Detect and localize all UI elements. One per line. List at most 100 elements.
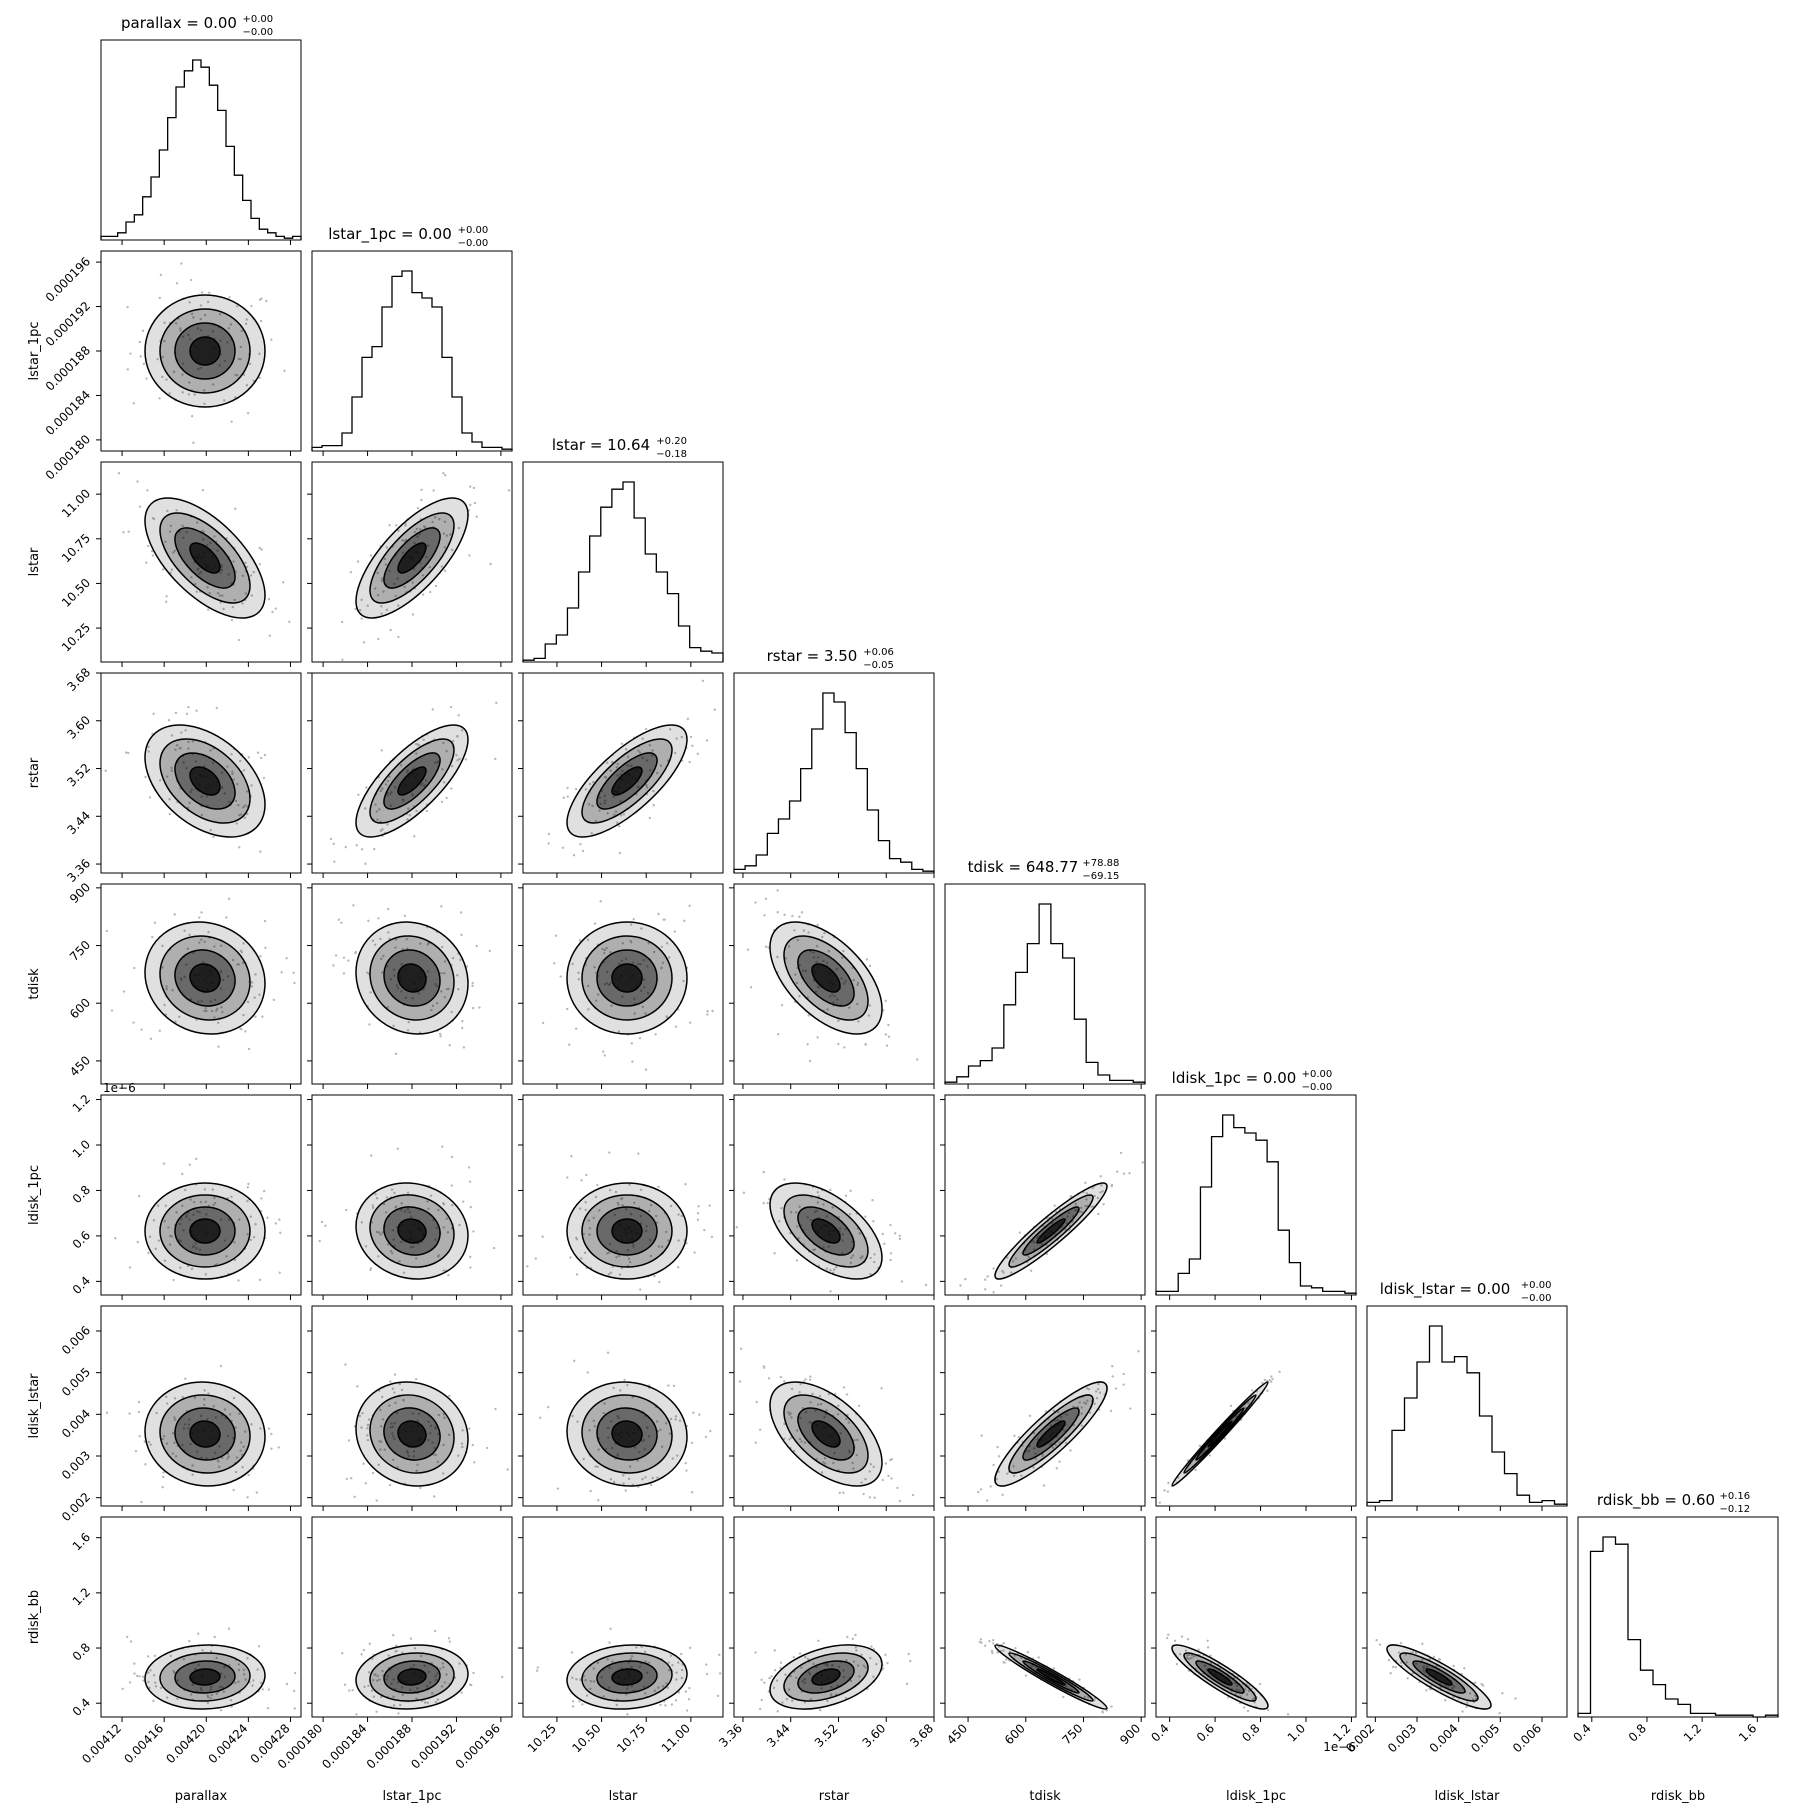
sample-point: [411, 997, 414, 1000]
sample-point: [270, 1447, 273, 1450]
sample-point: [256, 751, 260, 754]
sample-point: [237, 803, 240, 807]
sample-point: [362, 1648, 366, 1652]
sample-point: [401, 539, 404, 542]
sample-point: [376, 571, 379, 575]
sample-point: [132, 402, 135, 405]
sample-point: [674, 1025, 678, 1028]
sample-point: [642, 958, 645, 962]
sample-point: [868, 1004, 872, 1007]
sample-point: [223, 792, 226, 795]
sample-point: [762, 1201, 765, 1205]
sample-point: [209, 749, 212, 752]
sample-point: [285, 957, 288, 960]
sample-point: [872, 1220, 875, 1223]
sample-point: [868, 964, 872, 968]
sample-point: [887, 1023, 890, 1027]
sample-point: [663, 918, 666, 921]
sample-point: [599, 900, 602, 903]
sample-point: [674, 1699, 678, 1702]
contour-4: [397, 963, 427, 993]
sample-point: [1129, 1407, 1132, 1410]
sample-point: [475, 944, 478, 948]
sample-point: [379, 789, 383, 793]
sample-point: [443, 996, 447, 999]
sample-point: [122, 990, 126, 993]
sample-point: [649, 1483, 653, 1487]
sample-point: [233, 598, 236, 602]
y-tick-label: 0.000184: [43, 388, 93, 438]
sample-point: [182, 761, 185, 764]
sample-point: [332, 964, 335, 967]
sample-point: [742, 1191, 746, 1194]
sample-point: [1062, 1695, 1065, 1699]
sample-point: [767, 1377, 771, 1380]
sample-point: [411, 581, 414, 584]
sample-point: [469, 503, 472, 507]
sample-point: [844, 980, 847, 983]
sample-point: [469, 1266, 472, 1269]
sample-point: [807, 931, 810, 934]
contour-3: [596, 949, 658, 1007]
sample-point: [244, 561, 247, 564]
sample-point: [896, 1486, 899, 1490]
sample-point: [231, 770, 234, 774]
density-level: [189, 543, 220, 574]
sample-point: [577, 978, 581, 981]
sample-point: [1005, 1658, 1008, 1661]
sample-point: [188, 1639, 191, 1643]
sample-point: [494, 757, 497, 761]
sample-point: [688, 1686, 691, 1690]
sample-point: [996, 1445, 999, 1449]
sample-point: [440, 971, 443, 975]
sample-point: [104, 769, 107, 772]
sample-point: [621, 942, 624, 945]
sample-point: [216, 1007, 219, 1010]
sample-point: [806, 1043, 809, 1046]
sample-point: [1002, 1661, 1005, 1664]
sample-point: [1014, 1646, 1017, 1650]
sample-point: [685, 1469, 688, 1472]
sample-point: [705, 1663, 708, 1666]
sample-point: [199, 571, 203, 574]
sample-point: [619, 814, 623, 817]
sample-point: [980, 1434, 983, 1437]
y-tick-label: 0.002: [59, 1490, 93, 1524]
sample-point: [696, 1211, 700, 1215]
sample-point: [274, 1222, 277, 1225]
sample-point: [217, 1045, 220, 1048]
sample-point: [1175, 1662, 1179, 1666]
sample-point: [199, 304, 203, 307]
sample-point: [267, 1688, 271, 1691]
sample-point: [208, 291, 211, 294]
sample-point: [442, 741, 445, 745]
sample-point: [159, 273, 163, 277]
sample-point: [571, 1700, 575, 1703]
contour-4: [189, 766, 221, 796]
sample-point: [395, 984, 399, 987]
sample-point: [1166, 1490, 1170, 1493]
panel-tdisk-vs-lstar: [518, 883, 724, 1089]
sample-point: [763, 1681, 766, 1684]
sample-point: [1028, 1414, 1032, 1418]
y-tick-label: 3.36: [64, 856, 93, 885]
x-axis-label-rstar: rstar: [819, 1789, 850, 1804]
title-minus: −0.00: [243, 27, 274, 38]
sample-point: [672, 1384, 676, 1387]
y-axis-label-rdisk_bb: rdisk_bb: [27, 1590, 42, 1644]
sample-point: [368, 1642, 372, 1645]
sample-point: [547, 842, 550, 845]
sample-point: [986, 1275, 989, 1278]
sample-point: [447, 1273, 450, 1277]
sample-point: [393, 582, 396, 585]
contour-1: [355, 921, 469, 1035]
sample-point: [188, 381, 191, 384]
sample-point: [373, 587, 377, 590]
title-rstar: rstar = 3.50+0.06−0.05: [767, 647, 894, 671]
sample-point: [1425, 1689, 1428, 1692]
sample-point: [347, 1439, 351, 1442]
sample-point: [706, 1013, 709, 1016]
sample-point: [219, 571, 222, 574]
sample-point: [203, 940, 206, 943]
